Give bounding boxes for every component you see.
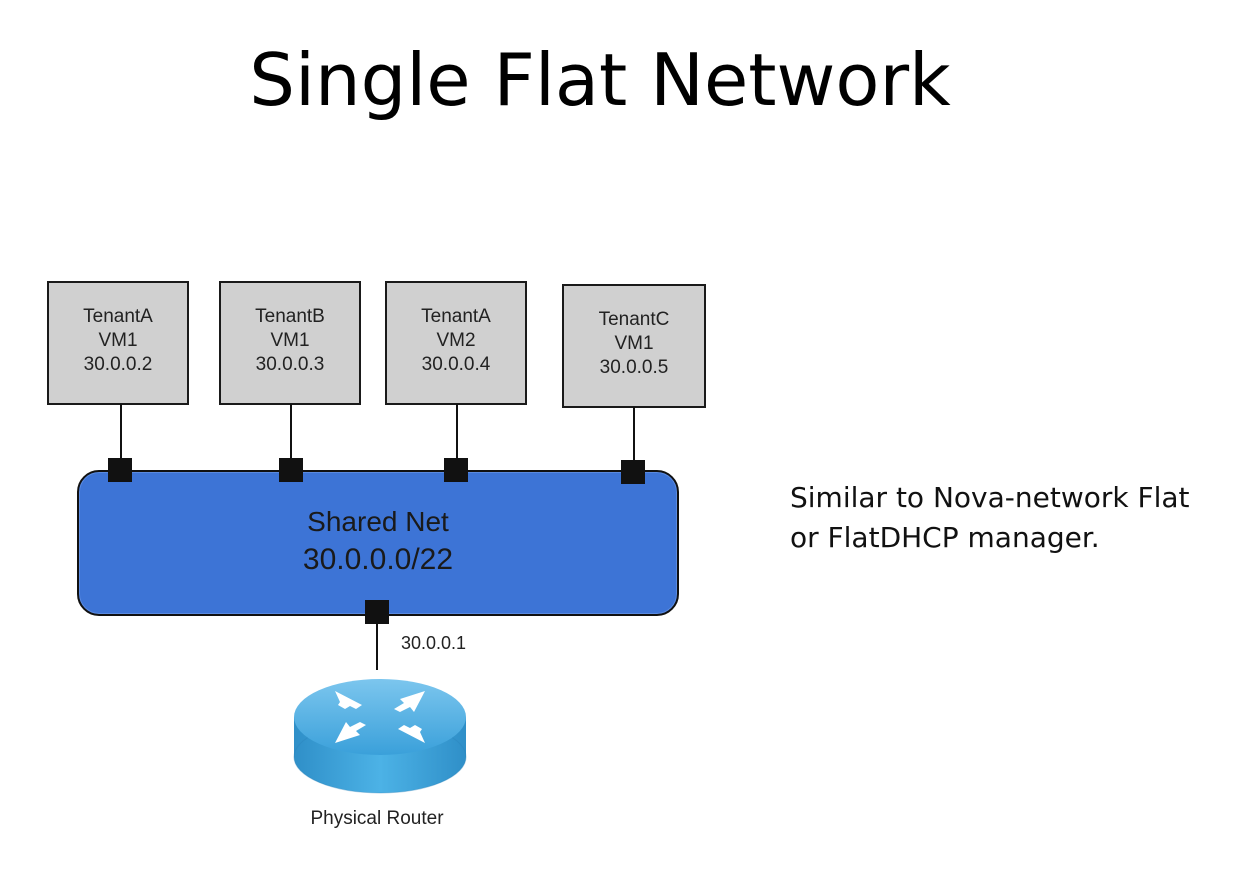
gateway-port (365, 600, 389, 624)
gateway-ip-label: 30.0.0.1 (401, 633, 467, 653)
network-name-label: Shared Net (307, 506, 449, 537)
vm-box-tenantc-vm1: TenantC VM1 30.0.0.5 (562, 284, 706, 408)
vm-box-tenantb-vm1: TenantB VM1 30.0.0.3 (219, 281, 361, 405)
router-icon (293, 679, 467, 794)
vm-link-line (633, 407, 635, 464)
vm-ip-label: 30.0.0.5 (599, 357, 669, 378)
vm-tenant-label: TenantA (421, 306, 491, 327)
vm-name-label: VM1 (270, 330, 310, 351)
network-port (108, 458, 132, 482)
network-port (621, 460, 645, 484)
vm-name-label: VM1 (98, 330, 138, 351)
router-label: Physical Router (310, 808, 444, 829)
vm-name-label: VM1 (614, 333, 654, 354)
vm-box-tenanta-vm1: TenantA VM1 30.0.0.2 (47, 281, 189, 405)
network-port (279, 458, 303, 482)
vm-ip-label: 30.0.0.3 (255, 354, 325, 375)
vm-ip-label: 30.0.0.4 (421, 354, 491, 375)
vm-tenant-label: TenantC (598, 309, 670, 330)
vm-ip-label: 30.0.0.2 (83, 354, 153, 375)
side-note-line: Similar to Nova-network Flat (790, 481, 1190, 514)
router-link-line (376, 622, 378, 670)
vm-link-line (120, 404, 122, 464)
vm-box-tenanta-vm2: TenantA VM2 30.0.0.4 (385, 281, 527, 405)
network-port (444, 458, 468, 482)
side-note-line: or FlatDHCP manager. (790, 521, 1100, 554)
vm-tenant-label: TenantB (255, 306, 325, 327)
shared-network-segment (77, 470, 679, 616)
network-cidr-label: 30.0.0.0/22 (302, 543, 454, 576)
vm-link-line (456, 404, 458, 464)
side-note: Similar to Nova-network Flat or FlatDHCP… (790, 478, 1190, 558)
slide-title: Single Flat Network (249, 38, 951, 122)
vm-tenant-label: TenantA (83, 306, 153, 327)
vm-link-line (290, 404, 292, 464)
vm-name-label: VM2 (436, 330, 476, 351)
